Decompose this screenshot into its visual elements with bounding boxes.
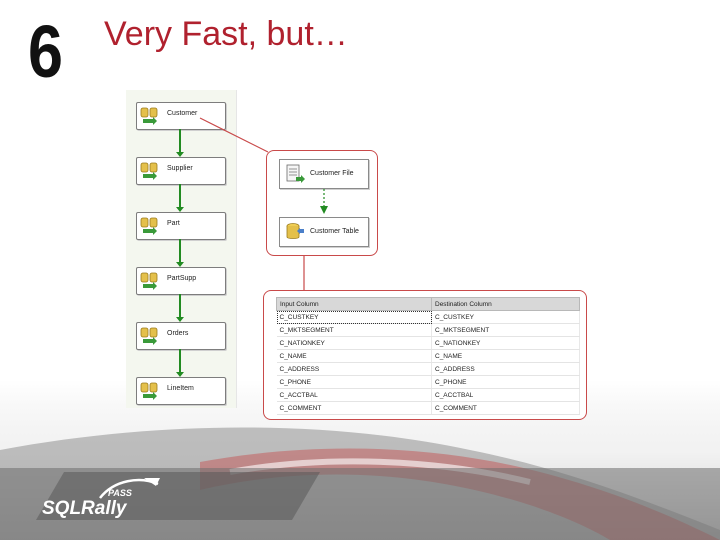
source-label: Customer File	[310, 170, 354, 177]
column-mapping-callout: Input Column Destination Column C_CUSTKE…	[263, 290, 587, 420]
destination-column-cell[interactable]: C_MKTSEGMENT	[431, 323, 580, 337]
data-flow-task-icon	[140, 382, 158, 400]
task-label: Customer	[167, 110, 198, 117]
task-customer[interactable]: Customer	[136, 102, 226, 130]
precedence-connector	[179, 294, 181, 318]
task-partsupp[interactable]: PartSupp	[136, 267, 226, 295]
task-label: Orders	[167, 330, 189, 337]
data-flow-task-icon	[140, 217, 158, 235]
task-supplier[interactable]: Supplier	[136, 157, 226, 185]
precedence-connector	[179, 349, 181, 373]
sqlrally-logo: PASS SQLRally	[36, 472, 320, 520]
input-column-cell[interactable]: C_ACCTBAL	[276, 388, 432, 402]
database-destination-icon	[286, 223, 304, 239]
data-flow-task-icon	[140, 327, 158, 345]
precedence-connector	[179, 239, 181, 263]
input-column-cell[interactable]: C_COMMENT	[276, 401, 432, 415]
data-flow-task-icon	[140, 272, 158, 290]
task-label: Supplier	[167, 165, 193, 172]
destination-column-cell[interactable]: C_NAME	[431, 349, 580, 363]
logo-sqlrally-text: SQLRally	[42, 498, 128, 519]
input-column-cell[interactable]: C_PHONE	[276, 375, 432, 389]
connector-arrow	[176, 262, 184, 267]
connector-arrow	[176, 207, 184, 212]
column-header-destination[interactable]: Destination Column	[431, 297, 580, 311]
data-flow-task-icon	[140, 162, 158, 180]
task-label: Part	[167, 220, 180, 227]
input-column-cell[interactable]: C_NAME	[276, 349, 432, 363]
destination-column-cell[interactable]: C_CUSTKEY	[431, 310, 580, 324]
data-flow-task-icon	[140, 107, 158, 125]
connector-arrow	[176, 372, 184, 377]
data-flow-callout: Customer File Customer Table	[266, 150, 378, 256]
destination-label: Customer Table	[310, 228, 359, 235]
column-header-input[interactable]: Input Column	[276, 297, 432, 311]
connector-arrow	[176, 152, 184, 157]
connector-arrow	[176, 317, 184, 322]
precedence-connector	[179, 129, 181, 153]
input-column-cell[interactable]: C_MKTSEGMENT	[276, 323, 432, 337]
precedence-connector	[179, 184, 181, 208]
task-label: PartSupp	[167, 275, 197, 282]
column-mapping-table: Input Column Destination Column C_CUSTKE…	[276, 297, 580, 415]
destination-column-cell[interactable]: C_ACCTBAL	[431, 388, 580, 402]
slide-number: 6	[28, 10, 63, 93]
logo-pass-text: PASS	[108, 488, 132, 498]
data-path-arrow	[320, 189, 328, 214]
control-flow-panel: Customer Supplier Part PartSupp Orders L…	[126, 90, 237, 408]
task-lineitem[interactable]: LineItem	[136, 377, 226, 405]
destination-column-cell[interactable]: C_PHONE	[431, 375, 580, 389]
destination-column-cell[interactable]: C_NATIONKEY	[431, 336, 580, 350]
destination-column-cell[interactable]: C_COMMENT	[431, 401, 580, 415]
input-column-cell[interactable]: C_CUSTKEY	[276, 310, 432, 324]
destination-column-cell[interactable]: C_ADDRESS	[431, 362, 580, 376]
input-column-cell[interactable]: C_NATIONKEY	[276, 336, 432, 350]
task-part[interactable]: Part	[136, 212, 226, 240]
slide-title: Very Fast, but…	[104, 15, 348, 53]
table-destination[interactable]: Customer Table	[279, 217, 369, 247]
flat-file-source[interactable]: Customer File	[279, 159, 369, 189]
task-orders[interactable]: Orders	[136, 322, 226, 350]
input-column-cell[interactable]: C_ADDRESS	[276, 362, 432, 376]
flat-file-source-icon	[286, 164, 305, 183]
task-label: LineItem	[167, 385, 194, 392]
